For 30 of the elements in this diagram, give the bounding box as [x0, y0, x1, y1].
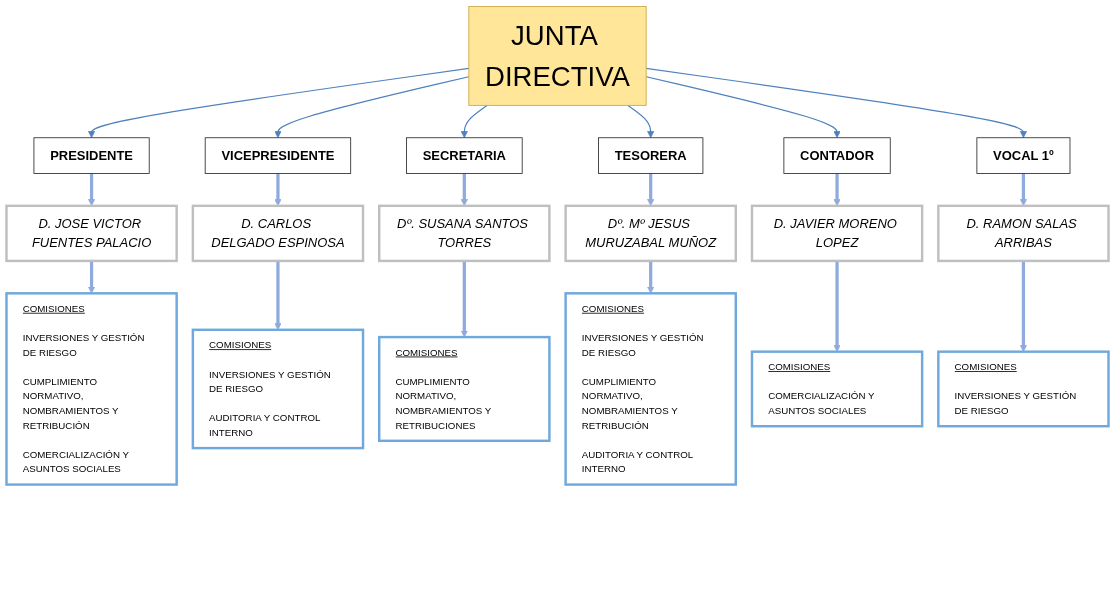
node-box: COMISIONES INVERSIONES Y GESTIÓN DE RIESGO CUMPLIMIENTO NORMATIVO, NOMBRAMIENTOS Y RETRIBUCIÓN COMERCIALIZACIÓN Y ASUNTOS SOCIALES: [5, 292, 178, 486]
node-box: D. JAVIER MORENO LOPEZ: [750, 204, 924, 263]
arrow: [833, 260, 841, 352]
arrow: [460, 104, 488, 139]
node-box: JUNTA DIRECTIVA: [468, 6, 647, 106]
node-box: VICEPRESIDENTE: [204, 137, 352, 174]
node-box: COMISIONES INVERSIONES Y GESTIÓN DE RIESGO CUMPLIMIENTO NORMATIVO, NOMBRAMIENTOS Y RETRIBUCIÓN AUDITORIA Y CONTROL INTERNO: [564, 292, 737, 486]
node-box: COMISIONES INVERSIONES Y GESTIÓN DE RIESGO AUDITORIA Y CONTROL INTERNO: [191, 328, 365, 450]
node-box: CONTADOR: [783, 137, 891, 174]
arrow: [88, 260, 96, 294]
node-box: VOCAL 1º: [976, 137, 1071, 174]
arrow: [274, 76, 470, 139]
node-box: COMISIONES COMERCIALIZACIÓN Y ASUNTOS SOCIALES: [750, 350, 924, 428]
node-box: TESORERA: [598, 137, 704, 174]
arrow: [627, 104, 655, 139]
arrow: [647, 260, 655, 294]
node-box: D. CARLOS DELGADO ESPINOSA: [191, 204, 365, 263]
node-box: SECRETARIA: [406, 137, 523, 174]
arrow: [645, 76, 841, 139]
node-box: COMISIONES CUMPLIMIENTO NORMATIVO, NOMBRAMIENTOS Y RETRIBUCIONES: [378, 335, 551, 443]
node-box: PRESIDENTE: [33, 137, 150, 174]
arrow: [460, 260, 468, 338]
node-box: Dº. SUSANA SANTOS TORRES: [378, 204, 551, 263]
node-box: D. RAMON SALAS ARRIBAS: [937, 204, 1110, 263]
arrow: [1019, 260, 1027, 352]
node-box: D. JOSE VICTOR FUENTES PALACIO: [5, 204, 178, 263]
arrow: [88, 67, 470, 139]
node-box: Dº. Mº JESUS MURUZABAL MUÑOZ: [564, 204, 737, 263]
node-box: COMISIONES INVERSIONES Y GESTIÓN DE RIESGO: [937, 350, 1110, 428]
arrow: [645, 67, 1027, 139]
